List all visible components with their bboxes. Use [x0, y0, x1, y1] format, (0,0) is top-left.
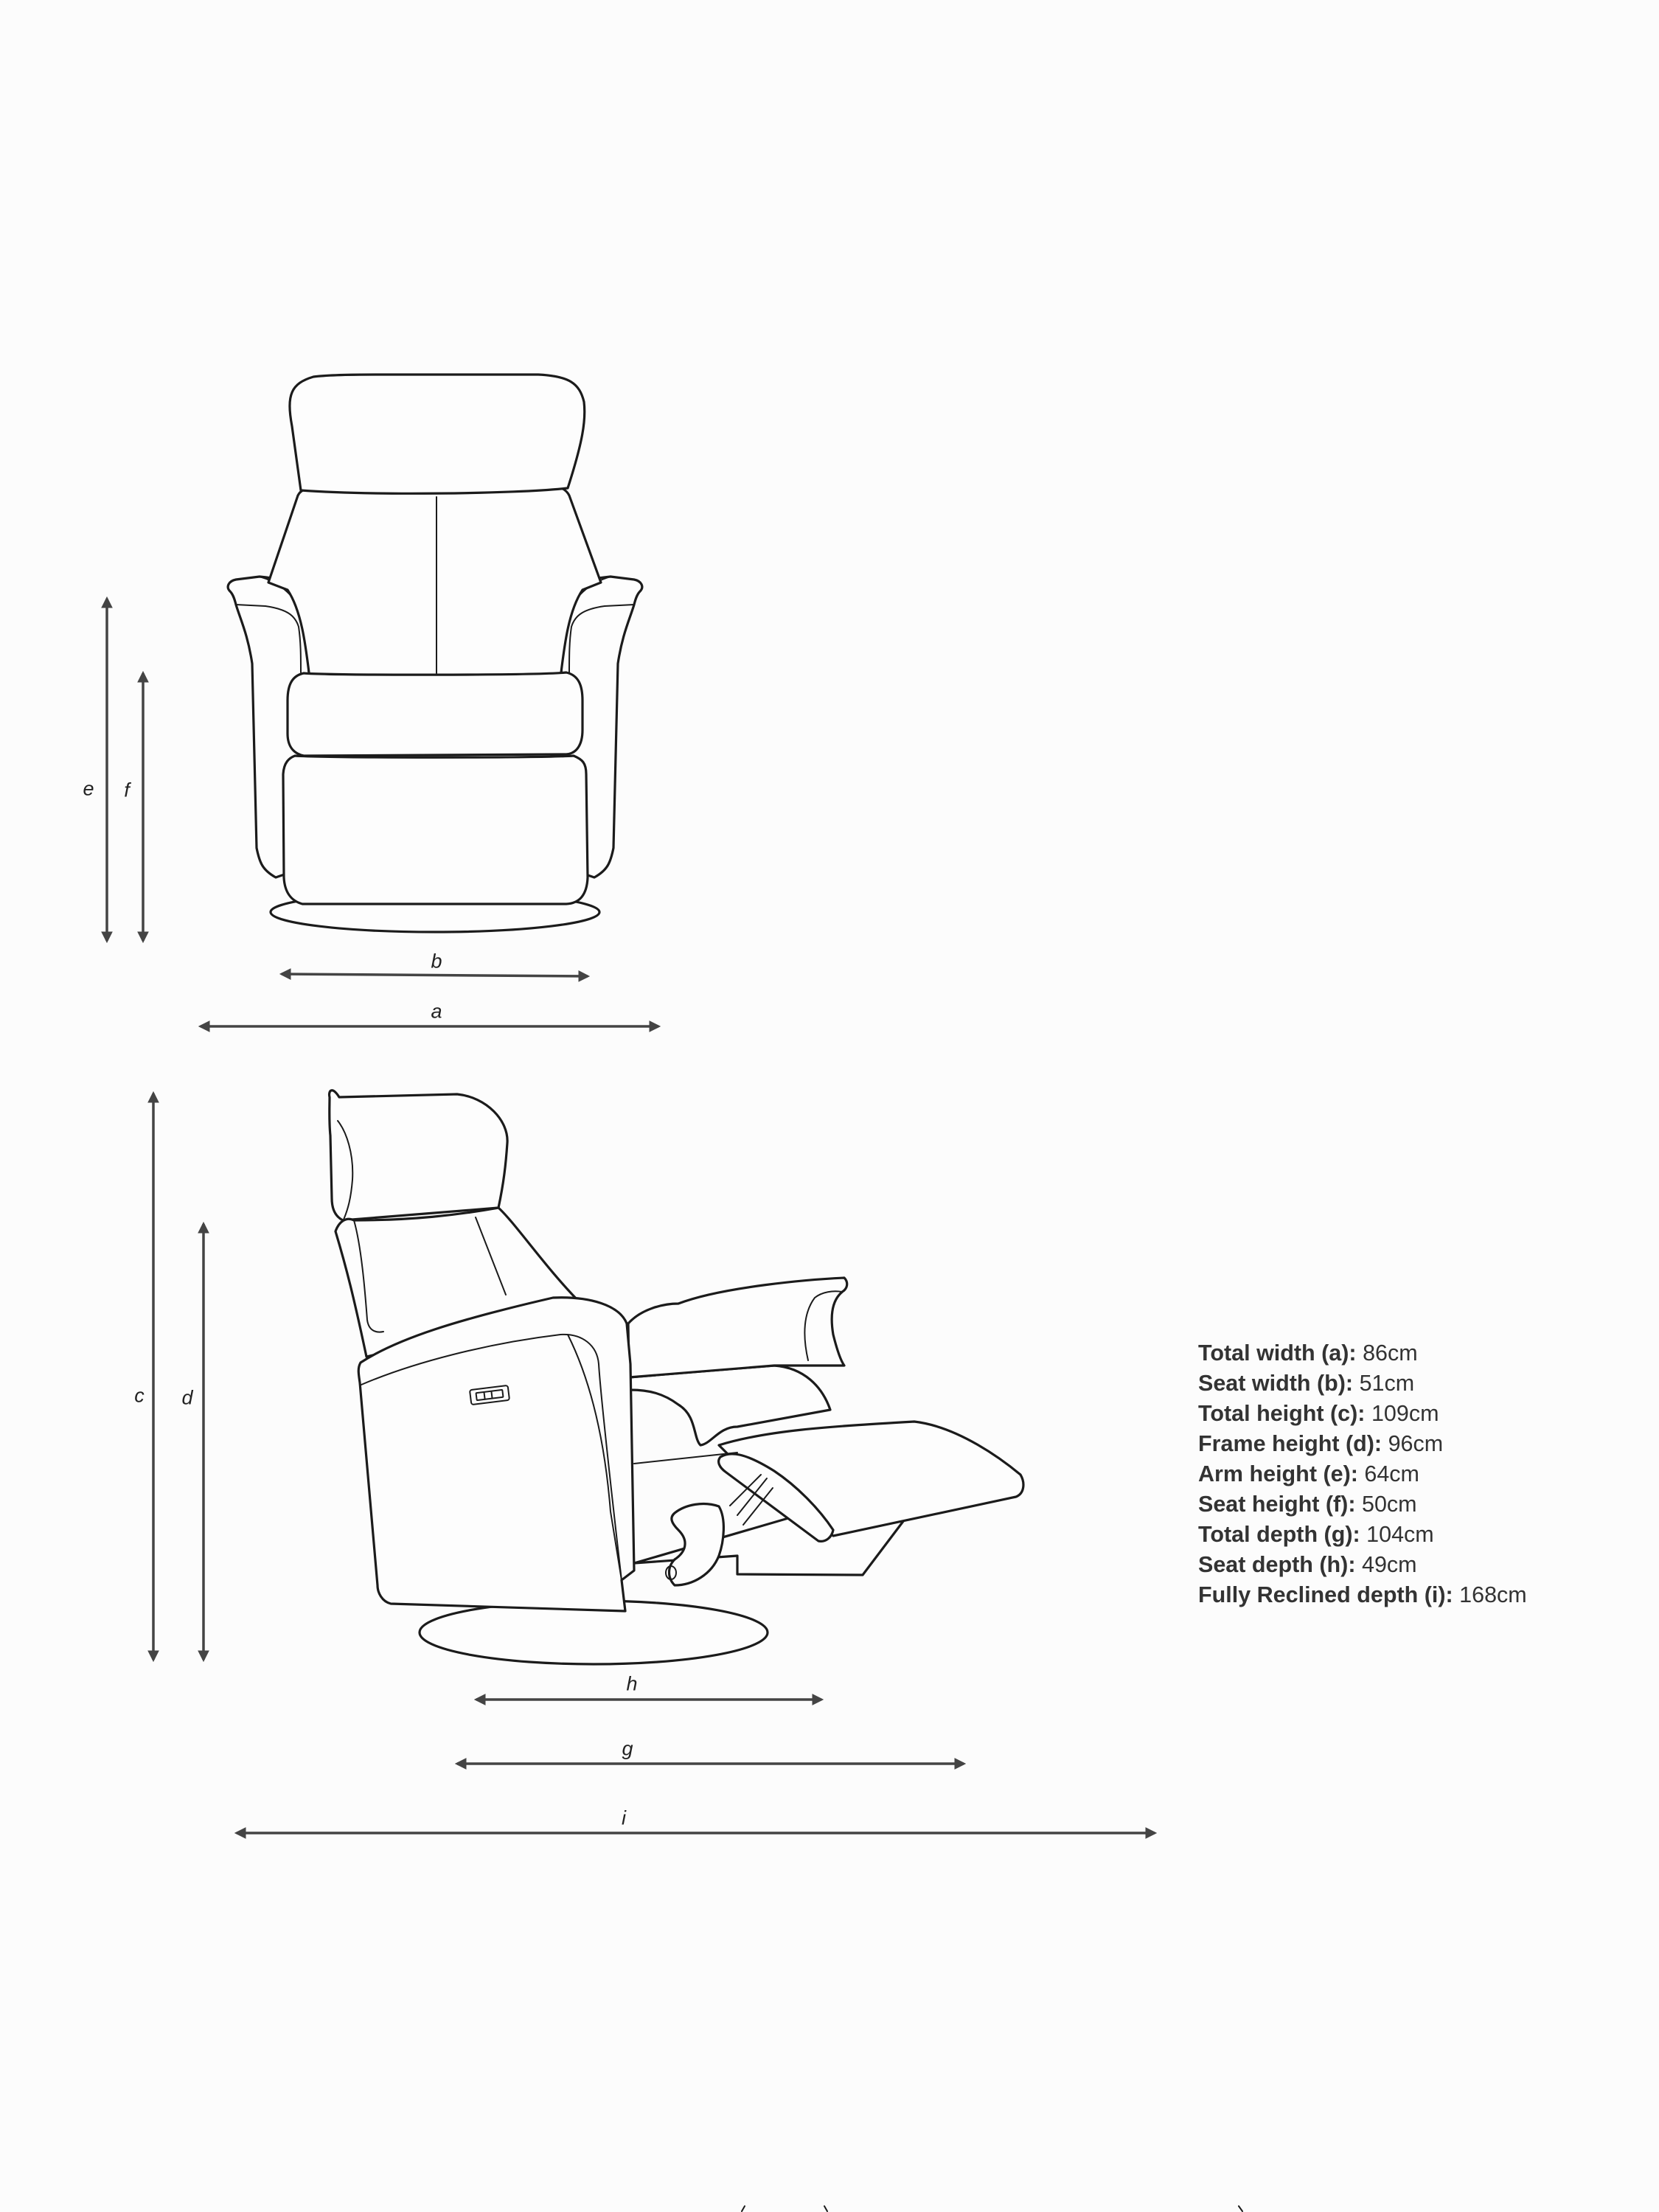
- bottom-edge-marks: [741, 2205, 1243, 2212]
- dimension-label-b: b: [431, 950, 442, 973]
- calf-rest: [717, 1453, 835, 1543]
- backrest: [267, 485, 602, 680]
- dimension-arrow-b: [279, 968, 591, 982]
- spec-arm-height: Arm height (e): 64cm: [1198, 1461, 1419, 1486]
- side-headrest: [327, 1089, 509, 1222]
- side-dimension-arrows: [147, 1091, 1158, 1839]
- front-view-chair: [226, 373, 644, 933]
- dimension-label-i: i: [622, 1806, 626, 1829]
- dimension-label-d: d: [181, 1386, 193, 1409]
- front-panel: [282, 754, 589, 905]
- dimension-label-a: a: [431, 1000, 442, 1023]
- spec-total-height: Total height (c): 109cm: [1198, 1401, 1439, 1426]
- front-dimension-arrows: [101, 596, 661, 1032]
- side-backrest: [627, 1276, 849, 1379]
- spec-seat-width: Seat width (b): 51cm: [1198, 1371, 1415, 1396]
- spec-seat-depth: Seat depth (h): 49cm: [1198, 1552, 1417, 1577]
- seat-cushion: [286, 671, 584, 757]
- dimension-label-f: f: [124, 779, 130, 801]
- dimension-label-g: g: [622, 1737, 633, 1760]
- spec-frame-height: Frame height (d): 96cm: [1198, 1431, 1444, 1456]
- recline-lever: [667, 1502, 726, 1587]
- spec-total-depth: Total depth (g): 104cm: [1198, 1522, 1434, 1547]
- dimension-label-e: e: [83, 777, 94, 800]
- side-seat-cushion: [627, 1364, 832, 1447]
- spec-total-width: Total width (a): 86cm: [1198, 1340, 1418, 1366]
- side-view-chair: [327, 1089, 1025, 1666]
- side-armrest: [357, 1296, 636, 1613]
- power-control-icon: [469, 1385, 510, 1405]
- dimension-label-h: h: [626, 1672, 638, 1695]
- leg-rest: [717, 1420, 1025, 1537]
- spec-seat-height: Seat height (f): 50cm: [1198, 1492, 1417, 1517]
- dimensions-spec-list: Total width (a): 86cm Seat width (b): 51…: [1198, 1338, 1527, 1610]
- spec-fully-reclined-depth: Fully Reclined depth (i): 168cm: [1198, 1582, 1527, 1607]
- dimension-label-c: c: [134, 1384, 145, 1407]
- headrest: [288, 373, 586, 495]
